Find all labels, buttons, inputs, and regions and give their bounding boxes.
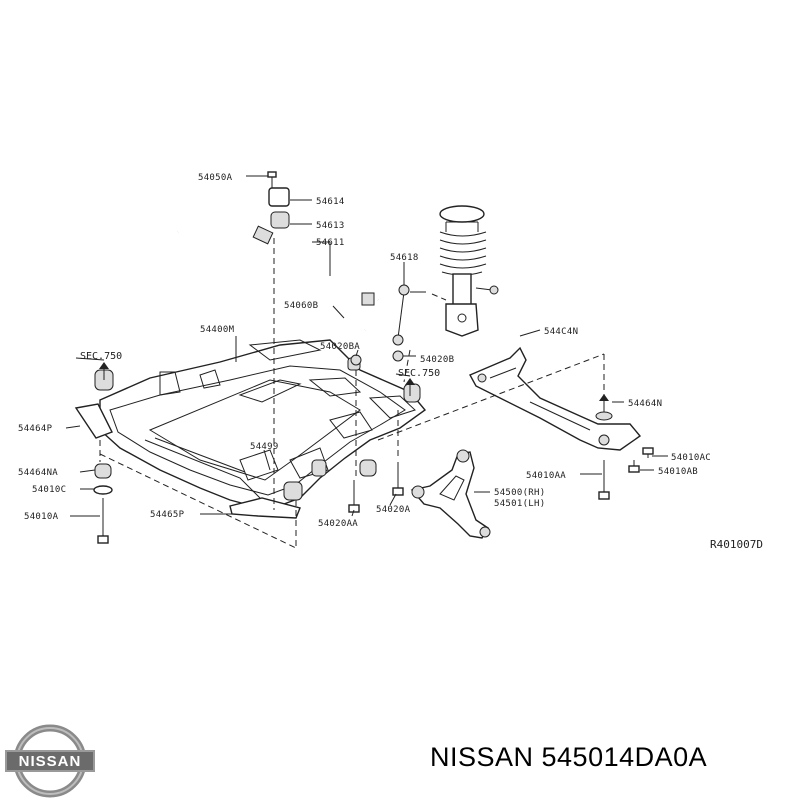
label-544c4n: 544C4N	[544, 327, 578, 337]
label-54010c: 54010C	[32, 485, 66, 495]
label-sec-750-right: SEC.750	[398, 368, 440, 379]
sec-arrow-left	[99, 362, 109, 380]
dashed-reference-lines	[99, 238, 605, 549]
label-54613: 54613	[316, 221, 345, 231]
label-54465p: 54465P	[150, 510, 185, 520]
stabilizer-clamp	[267, 171, 290, 229]
label-54020a: 54020A	[376, 505, 411, 515]
label-54010aa: 54010AA	[526, 471, 566, 481]
leader-lines	[65, 175, 668, 517]
label-54464n: 54464N	[628, 399, 662, 409]
part-number-caption: NISSAN 545014DA0A	[430, 742, 708, 772]
logo-text: NISSAN	[19, 753, 82, 770]
label-54400m: 54400M	[200, 325, 235, 335]
label-54010a: 54010A	[24, 512, 59, 522]
label-54464na: 54464NA	[18, 468, 58, 478]
label-54500-rh: 54500(RH)	[494, 488, 545, 498]
arrow-54464n	[599, 394, 609, 412]
lower-control-arm	[410, 449, 491, 539]
label-54499: 54499	[250, 442, 279, 452]
label-54501-lh: 54501(LH)	[494, 499, 545, 509]
diagram-reference-code: R401007D	[710, 538, 763, 551]
left-bolt-stack	[93, 463, 113, 544]
label-54010ac: 54010AC	[671, 453, 711, 463]
label-sec-750-left: SEC.750	[80, 351, 122, 362]
stabilizer-bar	[176, 225, 384, 332]
strut-assembly	[439, 205, 499, 337]
label-54050a: 54050A	[198, 173, 233, 183]
bolts-54020	[348, 350, 404, 513]
label-54020b: 54020B	[420, 355, 454, 365]
label-54618: 54618	[390, 253, 419, 263]
part-labels: 54050A 54614 54613 54611 54618 54060B 54…	[18, 173, 763, 551]
bracket-54464p	[74, 403, 113, 439]
nissan-logo: NISSAN	[5, 724, 95, 798]
right-bolt-stack	[595, 411, 654, 500]
label-54010ab: 54010AB	[658, 467, 698, 477]
stabilizer-link	[392, 284, 426, 346]
bracket-54499	[239, 449, 279, 481]
label-54020aa: 54020AA	[318, 519, 358, 529]
front-subframe	[94, 339, 427, 511]
sec-arrow-right	[405, 378, 415, 396]
label-54060b: 54060B	[284, 301, 318, 311]
label-54614: 54614	[316, 197, 345, 207]
label-54020ba: 54020BA	[320, 342, 360, 352]
label-54611: 54611	[316, 238, 345, 248]
label-54464p: 54464P	[18, 424, 53, 434]
member-bracket-544c4n	[469, 346, 642, 451]
